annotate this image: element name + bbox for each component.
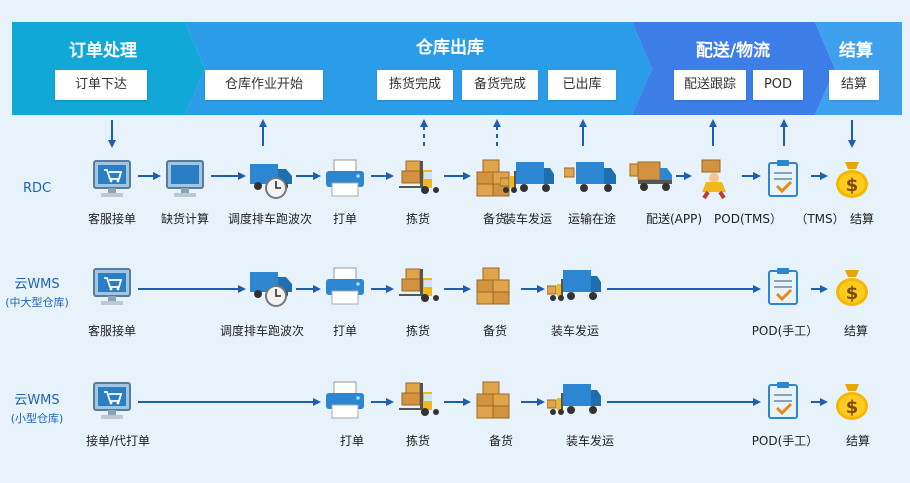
node-label: 接单/代打单	[85, 434, 151, 448]
phase-title-settle: 结算	[839, 41, 873, 61]
boxes-icon	[473, 380, 517, 422]
computer-cart-icon	[90, 266, 134, 308]
flow-arrows	[138, 172, 828, 406]
money-bag-icon: $	[830, 158, 874, 200]
node-label: 运输在途	[567, 212, 616, 226]
node-label: （TMS）	[795, 212, 845, 226]
money-bag-icon: $	[830, 380, 874, 422]
row-label-wms-small-sub: (小型仓库)	[10, 412, 64, 425]
truck-clock-icon	[248, 266, 292, 308]
node-label: 客服接单	[87, 324, 136, 338]
phase-title-order: 订单处理	[69, 41, 137, 61]
node-label: 拣货	[405, 434, 430, 448]
node-label: 打单	[332, 212, 357, 226]
node-label: 备货	[482, 324, 507, 338]
node-label: 客服接单	[87, 212, 136, 226]
node-label: POD(手工）	[751, 324, 819, 338]
clipboard-check-icon	[763, 266, 807, 308]
computer-cart-icon	[90, 380, 134, 422]
delivery-truck-icon	[628, 158, 672, 200]
row-label-wms-small: 云WMS (小型仓库)	[2, 392, 72, 428]
printer-icon	[323, 158, 367, 200]
row-label-rdc: RDC	[2, 180, 72, 198]
node-label: 结算	[845, 434, 870, 448]
row-label-wms-small-title: 云WMS	[14, 393, 60, 408]
step-warehouse-start: 仓库作业开始	[205, 70, 323, 100]
forklift-icon	[396, 380, 440, 422]
row-label-wms-large-sub: (中大型仓库)	[5, 296, 69, 309]
step-settle: 结算	[829, 70, 879, 100]
step-shipped: 已出库	[548, 70, 616, 100]
clipboard-check-icon	[763, 158, 807, 200]
row-label-rdc-title: RDC	[22, 181, 52, 196]
truck-clock-icon	[248, 158, 292, 200]
node-label: 拣货	[405, 212, 430, 226]
node-label: 装车发运	[565, 434, 614, 448]
node-label: 装车发运	[503, 212, 552, 226]
row-label-wms-large-title: 云WMS	[14, 277, 60, 292]
courier-icon	[694, 158, 738, 200]
svg-text:$: $	[846, 283, 859, 304]
loading-truck-icon	[546, 266, 603, 308]
money-bag-icon: $	[830, 266, 874, 308]
forklift-icon	[396, 158, 440, 200]
node-label: 调度排车跑波次	[219, 324, 304, 338]
row-label-wms-large: 云WMS (中大型仓库)	[2, 276, 72, 312]
node-label: 调度排车跑波次	[227, 212, 312, 226]
phase-title-warehouse: 仓库出库	[416, 38, 484, 58]
printer-icon	[323, 380, 367, 422]
node-label: 结算	[843, 324, 868, 338]
step-pick-done: 拣货完成	[377, 70, 453, 100]
loading-truck-icon	[546, 380, 603, 422]
node-label: 打单	[332, 324, 357, 338]
node-label: 打单	[339, 434, 364, 448]
clipboard-check-icon	[763, 380, 807, 422]
truck-icon	[563, 158, 620, 200]
node-label: 备货	[488, 434, 513, 448]
node-label: 配送(APP)	[645, 212, 703, 226]
node-label: 拣货	[405, 324, 430, 338]
node-label: POD(手工）	[751, 434, 819, 448]
phase-title-delivery: 配送/物流	[695, 41, 771, 61]
svg-text:$: $	[846, 397, 859, 418]
svg-text:$: $	[846, 175, 859, 196]
boxes-icon	[473, 266, 517, 308]
step-order-place: 订单下达	[55, 70, 147, 100]
loading-truck-icon	[499, 158, 556, 200]
forklift-icon	[396, 266, 440, 308]
printer-icon	[323, 266, 367, 308]
step-prep-done: 备货完成	[462, 70, 538, 100]
node-label: 装车发运	[550, 324, 599, 338]
step-delivery-track: 配送跟踪	[674, 70, 746, 100]
computer-cart-icon	[90, 158, 134, 200]
node-label: 缺货计算	[160, 212, 209, 226]
node-label: 结算	[849, 212, 874, 226]
node-label: 备货	[482, 212, 507, 226]
node-label: POD(TMS）	[714, 212, 782, 226]
step-pod: POD	[753, 70, 803, 100]
monitor-icon	[163, 158, 207, 200]
